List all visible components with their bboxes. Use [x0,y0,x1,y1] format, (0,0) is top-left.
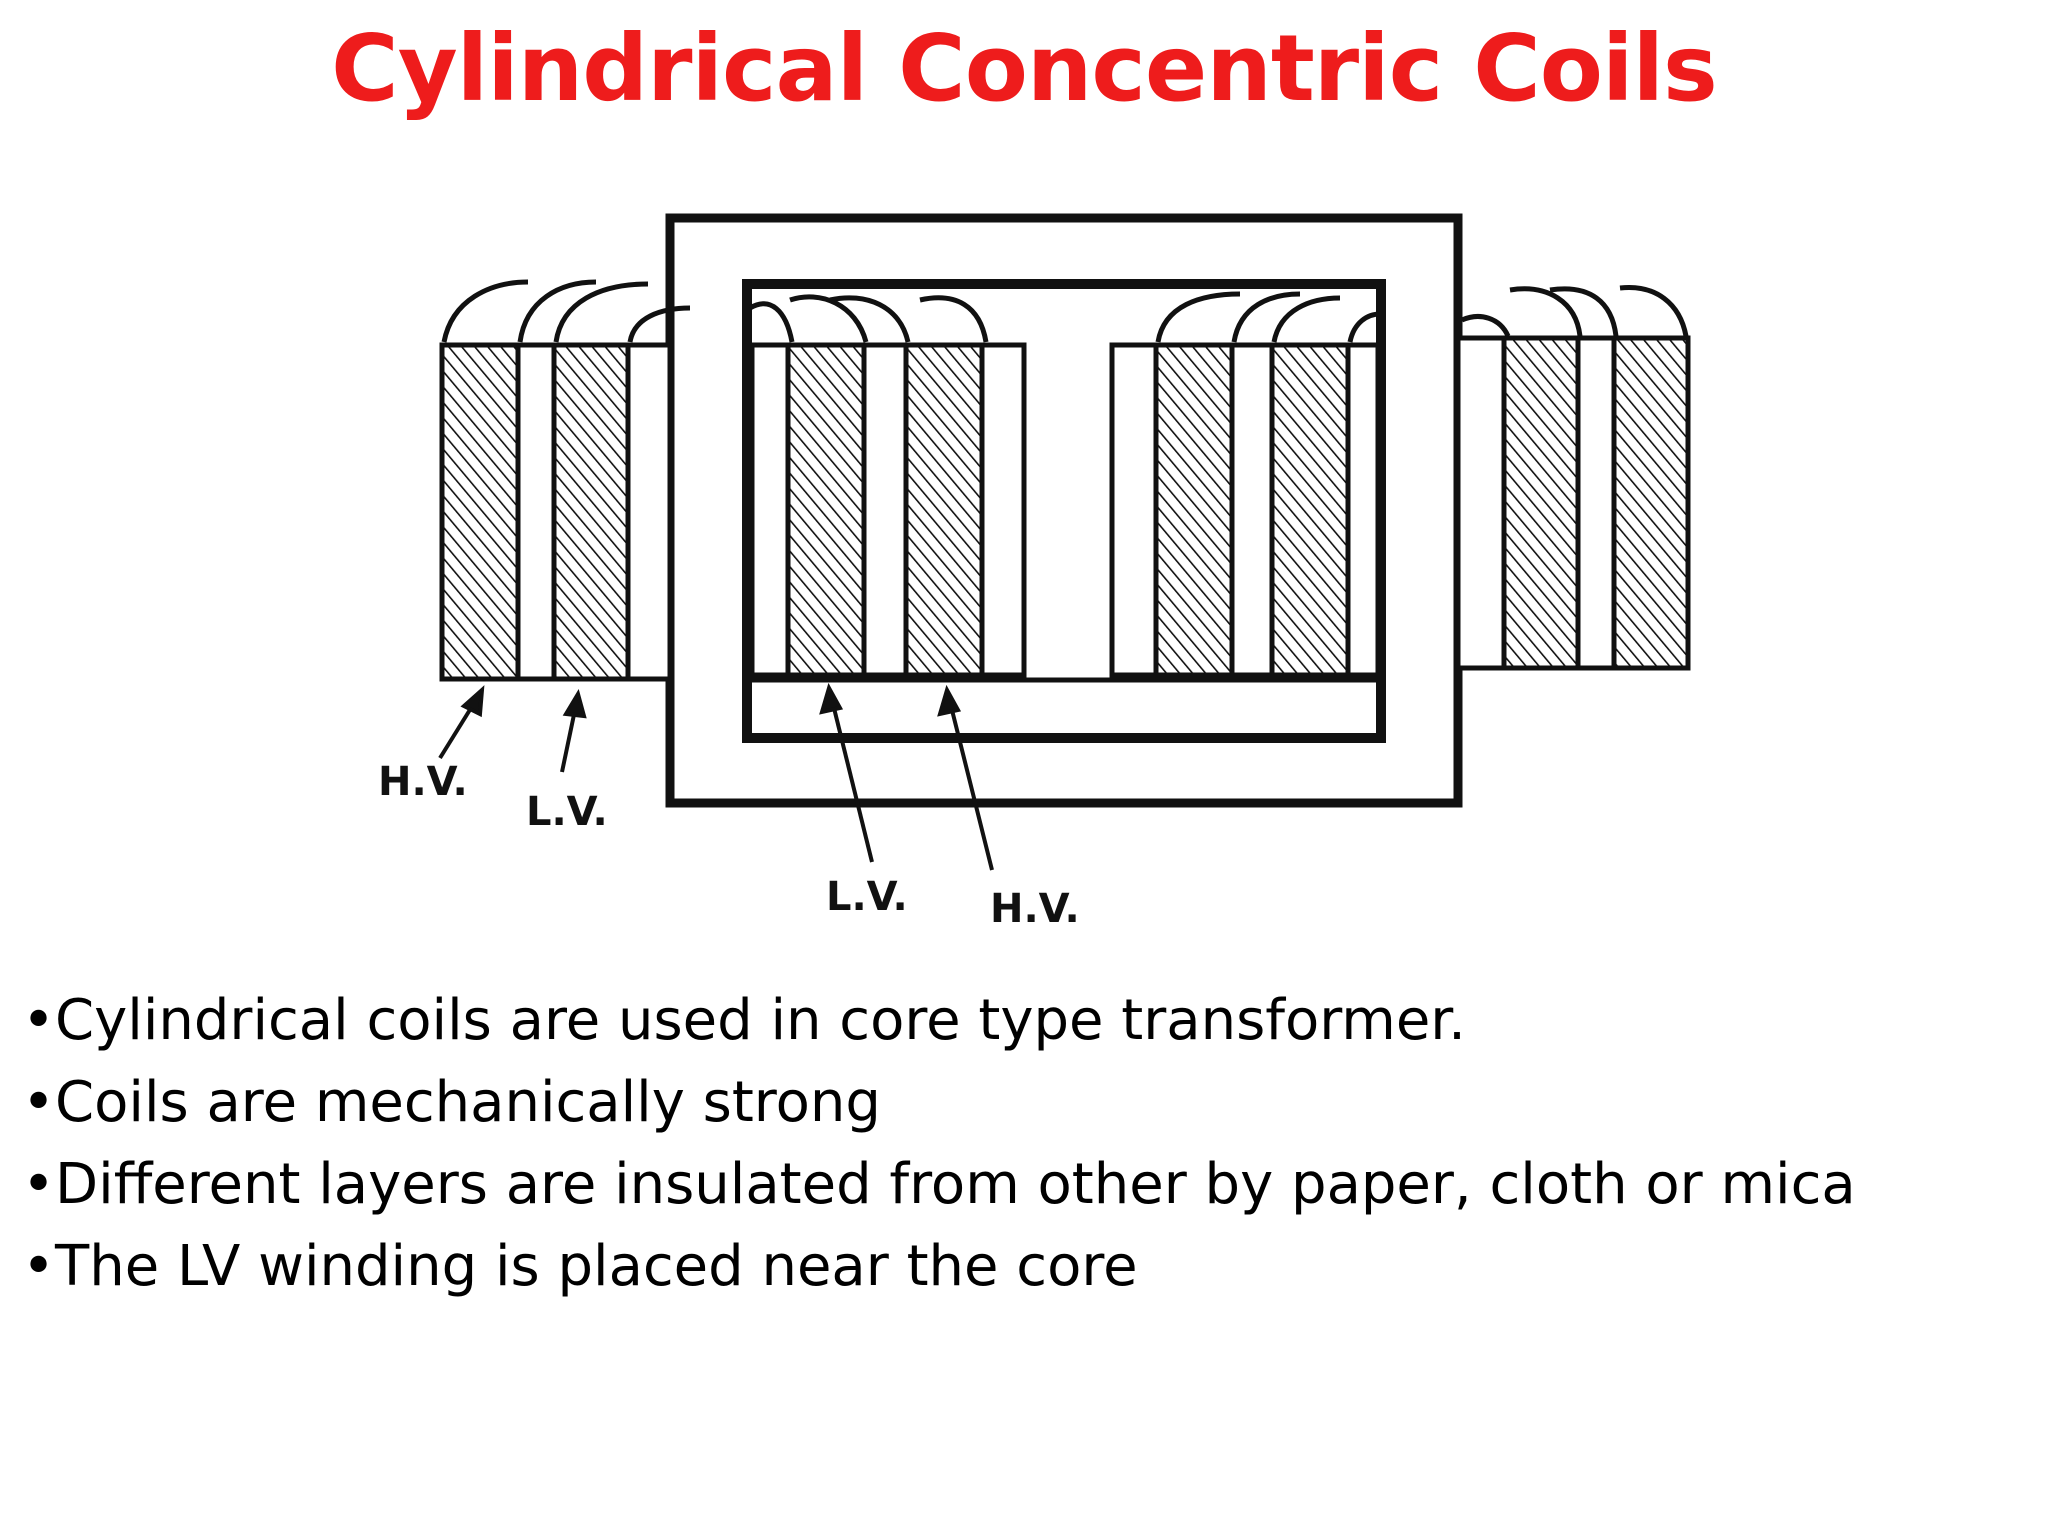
right-inner-lead-2 [1231,291,1301,343]
left-inner-lead-4 [919,295,989,343]
right-inner-gap-b [1229,342,1275,678]
right-inner-lead-3 [1271,295,1341,343]
arrowhead-center-hv [937,684,962,717]
left-outer-hv-coil [439,342,521,682]
left-inner-lead-3 [829,295,911,343]
bullet-item: The LV winding is placed near the core [22,1226,1856,1308]
arrowhead-left-lv [562,688,587,719]
arrowhead-left-hv [460,685,485,718]
right-outer-lead-2 [1509,286,1583,337]
left-outer-lead-3 [553,281,649,343]
left-outer-gap [515,342,557,682]
label-center-lv: L.V. [826,874,908,920]
left-outer-lv-coil [551,342,631,682]
right-inner-gap-a [1109,342,1159,678]
right-inner-coil-group [1109,291,1381,678]
slide-title: Cylindrical Concentric Coils [331,15,1718,122]
left-outer-lead-4 [627,305,691,343]
right-outer-lead-3 [1549,286,1619,337]
bullet-item: Different layers are insulated from othe… [22,1144,1856,1226]
arrow-center-lv [830,699,874,863]
right-outer-lead-4 [1619,284,1689,337]
left-outer-coil-group [439,279,691,682]
left-inner-gap-a [749,342,791,678]
right-outer-gap-a [1455,335,1507,671]
bullet-item: Cylindrical coils are used in core type … [22,980,1856,1062]
label-arrows [438,682,994,871]
label-left-hv: H.V. [378,759,468,805]
right-outer-lv-coil [1501,335,1581,671]
left-outer-lead-2 [517,279,597,343]
right-inner-gap-c [1345,342,1381,678]
right-inner-lead-4 [1347,311,1381,343]
bullet-item: Coils are mechanically strong [22,1062,1856,1144]
right-outer-lead-1 [1460,314,1511,338]
transformer-coil-diagram: H.V. L.V. L.V. H.V. [378,213,1691,932]
left-inner-lv-coil [785,342,867,678]
left-inner-lead-1 [748,301,795,343]
left-outer-lead-1 [441,279,529,343]
right-outer-hv-coil [1611,335,1691,671]
left-inner-gap-c [979,342,1027,678]
right-outer-coil-group [1455,284,1691,671]
right-inner-hv-coil [1153,342,1235,678]
right-inner-lv-coil [1269,342,1351,678]
core-window [742,279,1386,743]
arrowhead-center-lv [819,682,844,715]
label-left-lv: L.V. [526,789,608,835]
right-inner-lead-1 [1155,291,1241,343]
right-outer-gap-b [1575,335,1617,671]
left-inner-coil-group [748,294,1027,678]
bullet-list: Cylindrical coils are used in core type … [22,980,1856,1308]
left-inner-gap-b [861,342,909,678]
arrow-center-hv [948,701,994,871]
left-inner-hv-coil [903,342,985,678]
left-inner-lead-2 [789,294,869,343]
label-center-hv: H.V. [990,886,1080,932]
left-outer-inner-gap [625,342,673,682]
